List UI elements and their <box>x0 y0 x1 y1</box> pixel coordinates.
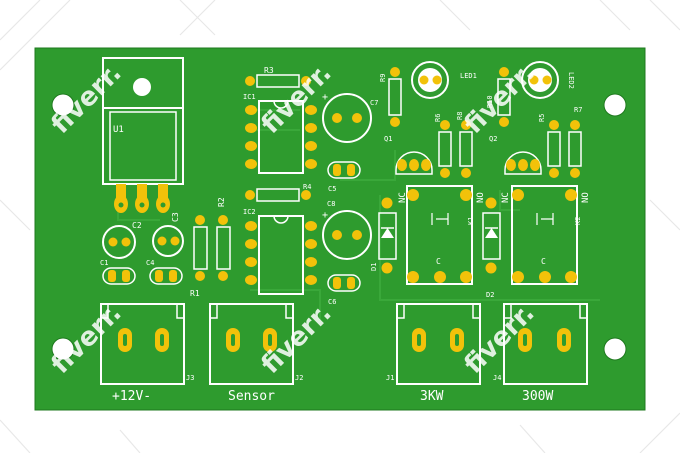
mount-hole-tl <box>51 93 75 117</box>
k1-relay: C K1 NC NO <box>398 185 486 285</box>
j1-connector: J1 3KW <box>386 303 481 404</box>
c2-capacitor: C2 <box>102 221 142 259</box>
d1-diode: D1 <box>370 197 397 274</box>
c7-capacitor: + C7 <box>322 92 378 143</box>
c6-capacitor: C6 <box>327 274 361 306</box>
led2: LED2 <box>521 61 575 99</box>
r7-label: R7 <box>574 106 582 114</box>
r6-resistor: R6 <box>434 114 452 178</box>
q2-label: Q2 <box>489 135 497 143</box>
k2-no-label: NO <box>581 192 591 203</box>
j4-label: J4 <box>493 374 501 382</box>
sensor-connector-label: Sensor <box>228 389 275 404</box>
c1-label: C1 <box>100 259 108 267</box>
k2-nc-label: NC <box>501 192 511 203</box>
k1-c-label: C <box>436 257 441 266</box>
ic2-chip: IC2 <box>243 208 317 295</box>
c8-capacitor: + C8 <box>322 200 372 260</box>
out1-connector-label: 3KW <box>420 389 444 404</box>
c5-label: C5 <box>328 185 336 193</box>
k2-label: K2 <box>574 217 582 225</box>
r7-resistor: R7 <box>568 106 582 178</box>
c7-plus: + <box>322 92 328 103</box>
c6-label: C6 <box>328 298 336 306</box>
j2-connector: J2 Sensor <box>209 303 303 404</box>
d2-diode: D2 <box>482 197 501 299</box>
k1-label: K1 <box>467 217 475 225</box>
d1-label: D1 <box>370 263 378 271</box>
r1-resistor: R1 <box>190 215 208 298</box>
out2-connector-label: 300W <box>522 389 553 404</box>
q1-label: Q1 <box>384 135 392 143</box>
mount-hole-br <box>603 337 627 361</box>
ic1-label: IC1 <box>243 93 256 101</box>
u1-regulator: U1 <box>102 57 184 213</box>
k2-relay: C K2 NC NO <box>501 185 591 285</box>
q1-transistor: Q1 <box>384 135 433 175</box>
k1-nc-label: NC <box>398 192 408 203</box>
r5-resistor: R5 <box>538 114 561 178</box>
j3-connector: J3 +12V- <box>100 303 194 404</box>
j4-connector: J4 300W <box>493 303 588 404</box>
c2-label: C2 <box>132 221 142 230</box>
ic2-label: IC2 <box>243 208 256 216</box>
r5-label: R5 <box>538 114 546 122</box>
r10-resistor: R10 <box>486 67 511 127</box>
u1-tab-hole <box>133 78 151 96</box>
j2-label: J2 <box>295 374 303 382</box>
r4-resistor: R4 <box>245 183 311 202</box>
pwr-connector-label: +12V- <box>112 389 151 404</box>
k2-c-label: C <box>541 257 546 266</box>
r9-label: R9 <box>379 74 387 82</box>
ic1-chip: IC1 <box>243 93 317 174</box>
c5-capacitor: C5 <box>327 161 361 193</box>
c8-plus: + <box>322 210 328 221</box>
led1: LED1 <box>411 61 477 99</box>
r10-label: R10 <box>486 95 494 108</box>
c4-label: C4 <box>146 259 154 267</box>
led1-label: LED1 <box>460 72 477 80</box>
c8-label: C8 <box>327 200 335 208</box>
r9-resistor: R9 <box>379 67 402 127</box>
j3-label: J3 <box>186 374 194 382</box>
mounting-holes <box>51 93 627 361</box>
k1-no-label: NO <box>476 192 486 203</box>
c3-label: C3 <box>171 212 180 222</box>
r3-label: R3 <box>264 66 274 75</box>
mount-hole-tr <box>603 93 627 117</box>
c4-capacitor: C4 <box>146 259 183 285</box>
r8-label: R8 <box>456 112 464 120</box>
c1-capacitor: C1 <box>100 259 136 285</box>
u1-label: U1 <box>113 125 124 135</box>
j1-label: J1 <box>386 374 394 382</box>
r3-resistor: R3 <box>245 66 311 88</box>
r2-resistor: R2 <box>216 197 231 281</box>
r1-label: R1 <box>190 289 200 298</box>
c7-label: C7 <box>370 99 378 107</box>
q2-transistor: Q2 <box>489 135 542 175</box>
copper-traces <box>117 109 600 320</box>
mount-hole-bl <box>51 337 75 361</box>
r2-label: R2 <box>217 197 226 207</box>
r4-label: R4 <box>303 183 311 191</box>
c3-capacitor: C3 <box>152 212 184 257</box>
r8-resistor: R8 <box>456 112 473 178</box>
r6-label: R6 <box>434 114 442 122</box>
led2-label: LED2 <box>567 72 575 89</box>
d2-label: D2 <box>486 291 494 299</box>
